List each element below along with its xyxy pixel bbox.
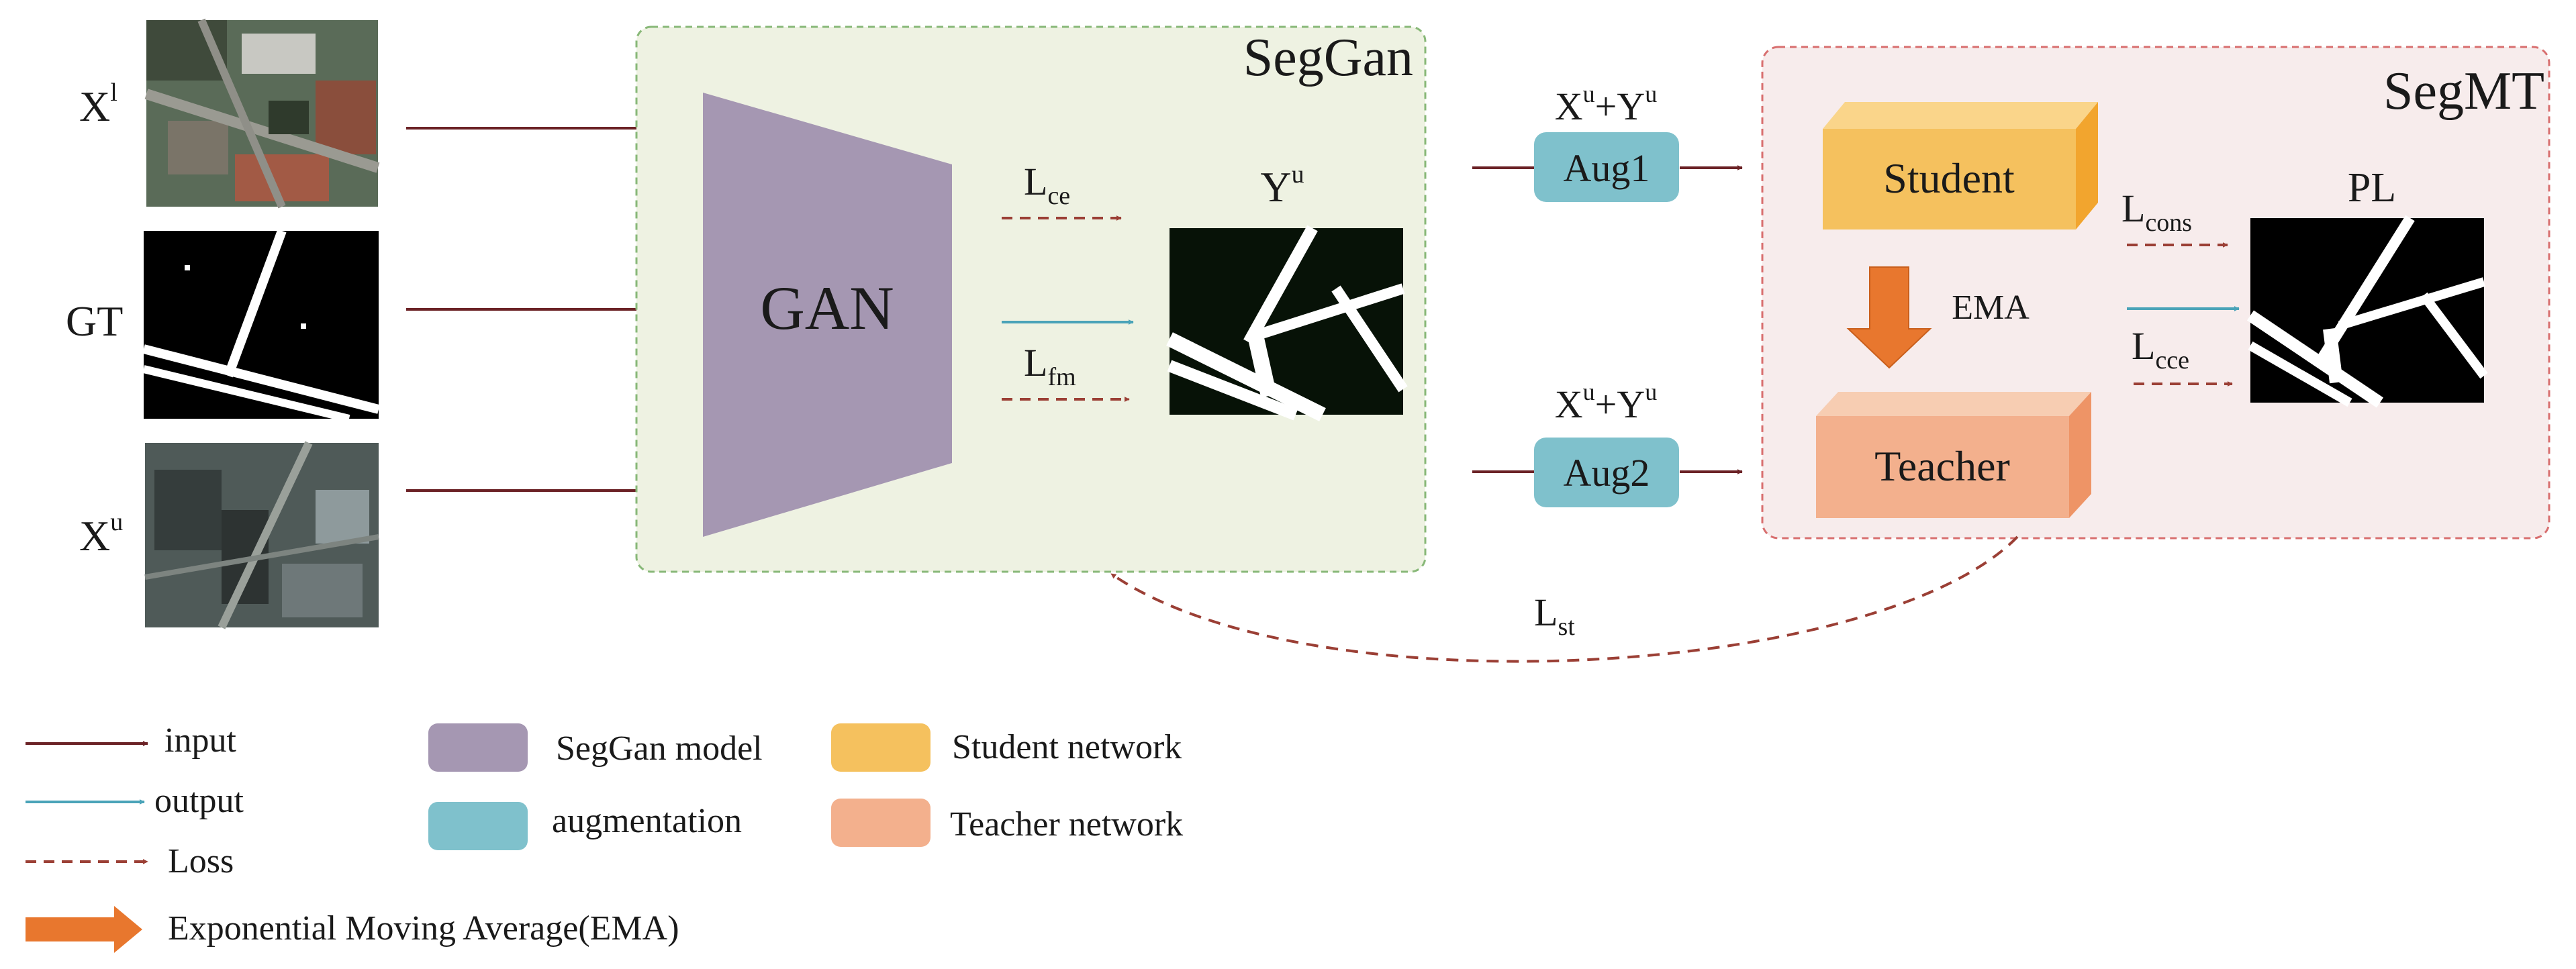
pl-label: PL	[2348, 165, 2396, 211]
aerial-image-unlabeled	[144, 441, 379, 629]
teacher-block	[1816, 392, 2091, 518]
pair2-label: Xu+Yu	[1555, 378, 1658, 426]
legend-student-swatch	[831, 723, 931, 772]
legend-input-text: input	[164, 721, 236, 760]
pair1-label: Xu+Yu	[1555, 81, 1658, 128]
seggan-output-mask	[1166, 225, 1408, 421]
legend-teacher-swatch	[831, 799, 931, 847]
gan-block	[703, 93, 952, 537]
ema-label: EMA	[1952, 289, 2030, 327]
legend-aug-text: augmentation	[552, 802, 742, 840]
loss-cce-label: Lcce	[2132, 324, 2189, 374]
ground-truth-mask	[142, 229, 380, 423]
teacher-label: Teacher	[1874, 442, 2010, 490]
legend-aug-swatch	[428, 802, 528, 850]
legend-seggan-swatch	[428, 723, 528, 772]
input-xu-label: Xu	[79, 508, 123, 560]
aug1-block	[1534, 132, 1679, 202]
segmt-title: SegMT	[2383, 62, 2544, 121]
input-gt-label: GT	[66, 297, 123, 345]
loss-st-label: Lst	[1534, 591, 1575, 641]
legend-output-text: output	[154, 782, 244, 820]
loss-st-arrow	[1110, 536, 2019, 663]
aug2-block	[1534, 438, 1679, 507]
student-block	[1823, 102, 2098, 230]
aug2-label: Aug2	[1564, 451, 1650, 495]
yu-label: Yu	[1260, 160, 1304, 211]
pseudo-label-mask	[2246, 215, 2488, 408]
gan-label: GAN	[760, 274, 894, 342]
legend-student-text: Student network	[952, 728, 1182, 766]
loss-cons-label: Lcons	[2121, 187, 2192, 237]
aerial-image-labeled	[144, 18, 380, 209]
aug1-label: Aug1	[1564, 146, 1650, 190]
legend-ema-text: Exponential Moving Average(EMA)	[168, 909, 679, 948]
student-label: Student	[1883, 154, 2015, 202]
legend-ema-swatch	[26, 906, 142, 953]
loss-fm-label: Lfm	[1024, 341, 1076, 391]
input-xl-label: Xl	[79, 79, 117, 130]
ema-arrow	[1846, 266, 1932, 369]
loss-ce-label: Lce	[1024, 160, 1070, 210]
seggan-title: SegGan	[1243, 28, 1413, 87]
legend-teacher-text: Teacher network	[950, 805, 1183, 844]
legend-seggan-text: SegGan model	[556, 729, 763, 768]
legend: input output Loss Exponential Moving Ave…	[26, 721, 1183, 953]
legend-loss-text: Loss	[168, 842, 234, 880]
